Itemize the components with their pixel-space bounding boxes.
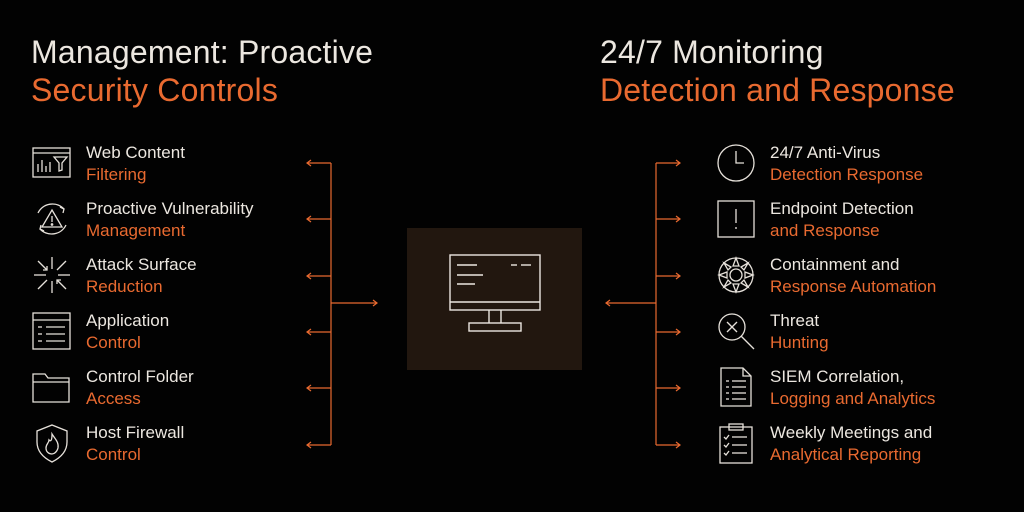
item-sublabel: Detection Response (770, 165, 924, 184)
item-sublabel: Control (86, 333, 141, 352)
item-label: SIEM Correlation, (770, 367, 905, 386)
arrowhead (605, 299, 611, 307)
document-log-icon (715, 366, 757, 408)
item-label: Attack Surface (86, 255, 197, 274)
item-label: 24/7 Anti-Virus (770, 143, 881, 162)
monitor-icon (449, 254, 541, 332)
item-label: Endpoint Detection (770, 199, 914, 218)
arrowhead (675, 159, 681, 167)
right-section-title: 24/7 Monitoring Detection and Response (600, 33, 955, 109)
item-label: Containment and (770, 255, 900, 274)
item-label: Web Content (86, 143, 185, 162)
item-sublabel: Hunting (770, 333, 829, 352)
arrowhead (675, 384, 681, 392)
arrowhead (675, 328, 681, 336)
firewall-shield-icon (31, 422, 73, 464)
item-sublabel: Filtering (86, 165, 147, 184)
item-label: Weekly Meetings and (770, 423, 933, 442)
web-filter-icon (31, 142, 73, 184)
item-label: Application (86, 311, 170, 330)
item-sublabel: Access (86, 389, 141, 408)
clock-icon (715, 142, 757, 184)
arrowhead (306, 159, 312, 167)
item-label: Control Folder (86, 367, 194, 386)
item-label: Host Firewall (86, 423, 185, 442)
application-list-icon (31, 310, 73, 352)
folder-icon (31, 366, 73, 408)
left-title-line1: Management: Proactive (31, 34, 374, 70)
arrowhead (306, 272, 312, 280)
center-monitor-box (407, 228, 582, 370)
item-sublabel: Management (86, 221, 186, 240)
clipboard-checklist-icon (715, 422, 757, 464)
arrowhead (372, 299, 378, 307)
item-label: Proactive Vulnerability (86, 199, 254, 218)
item-sublabel: Response Automation (770, 277, 937, 296)
vulnerability-cycle-icon (31, 198, 73, 240)
attack-surface-icon (31, 254, 73, 296)
alert-box-icon (715, 198, 757, 240)
item-label: Threat (770, 311, 820, 330)
arrowhead (675, 441, 681, 449)
arrowhead (306, 328, 312, 336)
right-title-line1: 24/7 Monitoring (600, 34, 824, 70)
containment-gear-icon (715, 254, 757, 296)
item-sublabel: Reduction (86, 277, 163, 296)
item-sublabel: Control (86, 445, 141, 464)
threat-search-icon (715, 310, 757, 352)
arrowhead (675, 215, 681, 223)
arrowhead (306, 215, 312, 223)
left-section-title: Management: Proactive Security Controls (31, 33, 373, 109)
item-sublabel: Logging and Analytics (770, 389, 936, 408)
arrowhead (306, 441, 312, 449)
arrowhead (675, 272, 681, 280)
right-title-line2: Detection and Response (600, 72, 955, 108)
arrowhead (306, 384, 312, 392)
item-sublabel: and Response (770, 221, 880, 240)
left-title-line2: Security Controls (31, 72, 279, 108)
item-sublabel: Analytical Reporting (770, 445, 922, 464)
